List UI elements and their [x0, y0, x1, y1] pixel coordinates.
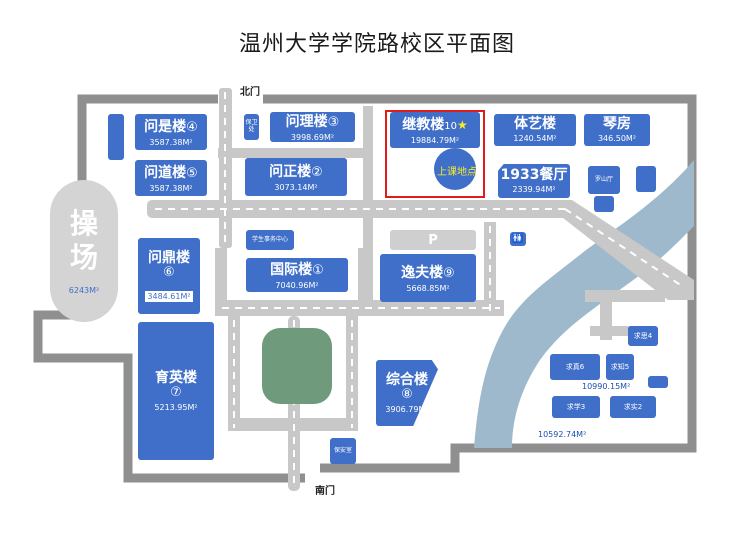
building-yuying-area: 5213.95M²	[154, 402, 198, 412]
building-wendao-name: 问道楼	[144, 164, 187, 181]
building-jijiao-area: 19884.79M²	[410, 135, 460, 145]
small-strip-building	[108, 114, 124, 160]
building-wenshi-num: ④	[186, 119, 198, 135]
building-qiuzhen-name: 求真6	[565, 362, 585, 371]
campus-wall-east	[263, 94, 697, 473]
building-guoji-num: ①	[312, 262, 324, 278]
building-yuying-name: 育英楼	[155, 369, 197, 386]
sports-field[interactable]: 操 场 6243M²	[50, 180, 118, 322]
building-xuesheng-name: 学生事务中心	[251, 235, 288, 243]
building-jijiao-num: 10	[444, 121, 457, 133]
qiu-lower-area: 10592.74M²	[538, 430, 587, 439]
building-luoshan[interactable]: 罗山厅	[588, 166, 620, 194]
building-wenli-name: 问理楼	[285, 113, 328, 130]
building-qiuxue[interactable]: 求学3	[552, 396, 600, 418]
building-canting-name: 1933餐厅	[500, 167, 568, 184]
building-yuying[interactable]: 育英楼 ⑦ 5213.95M²	[138, 322, 214, 460]
building-baowei[interactable]: 保卫处	[244, 114, 259, 140]
campus-wall	[33, 94, 305, 483]
roads	[147, 88, 694, 491]
sports-field-name-2: 场	[69, 240, 98, 274]
building-qiushi[interactable]: 求实2	[610, 396, 656, 418]
building-zonghe-name: 综合楼	[386, 371, 428, 388]
building-baoan-name: 保安室	[333, 446, 352, 454]
building-wending[interactable]: 问鼎楼 ⑥ 3484.61M²	[138, 238, 200, 314]
restroom-icon: 🚻	[510, 232, 526, 246]
map-title: 温州大学学院路校区平面图	[238, 32, 515, 57]
building-qinfang-area: 346.50M²	[597, 134, 637, 144]
parking-area[interactable]: P	[390, 230, 476, 250]
sports-field-area: 6243M²	[68, 286, 100, 296]
building-yuying-num: ⑦	[170, 384, 182, 400]
building-yifu-area: 5668.85M²	[406, 283, 450, 293]
building-wending-name: 问鼎楼	[148, 249, 190, 266]
building-wending-area: 3484.61M²	[145, 290, 193, 303]
building-wenshi-area: 3587.38M²	[149, 137, 193, 147]
building-luoshan-name: 罗山厅	[594, 175, 613, 183]
building-baoan[interactable]: 保安室	[330, 438, 356, 464]
building-wenshi-name: 问是楼	[144, 118, 187, 135]
building-qinfang-name: 琴房	[603, 116, 631, 133]
building-guoji-area: 7040.96M²	[275, 280, 319, 290]
building-qiusi[interactable]: 求思4	[628, 326, 658, 346]
small-block	[636, 166, 656, 192]
building-wendao-num: ⑤	[186, 165, 198, 181]
building-qiuzhi-name: 求知5	[610, 362, 630, 371]
star-icon: ★	[456, 118, 468, 133]
building-jijiao-name: 继教楼	[402, 117, 445, 134]
building-wenshi[interactable]: 问是楼④ 3587.38M²	[135, 114, 207, 150]
building-qinfang[interactable]: 琴房 346.50M²	[584, 114, 650, 146]
building-canting[interactable]: 1933餐厅 2339.94M²	[498, 164, 570, 198]
building-wenzheng-num: ②	[311, 164, 323, 180]
meeting-point-marker[interactable]	[434, 148, 476, 190]
building-guoji[interactable]: 国际楼① 7040.96M²	[246, 258, 348, 292]
small-annex	[594, 196, 614, 212]
sports-field-name-1: 操	[69, 206, 98, 240]
river	[474, 160, 694, 448]
building-guoji-name: 国际楼	[270, 261, 313, 278]
building-tiyi-area: 1240.54M²	[513, 134, 557, 144]
building-qiuzhi[interactable]: 求知5	[606, 354, 634, 380]
small-block-2	[648, 376, 668, 388]
building-yifu-name: 逸夫楼	[401, 264, 444, 281]
building-zonghe-num: ⑧	[401, 386, 413, 402]
building-wendao[interactable]: 问道楼⑤ 3587.38M²	[135, 160, 207, 196]
building-tiyi-name: 体艺楼	[514, 116, 556, 133]
building-tiyi[interactable]: 体艺楼 1240.54M²	[494, 114, 576, 146]
building-wending-num: ⑥	[163, 264, 175, 280]
building-wenzheng-area: 3073.14M²	[274, 182, 318, 192]
building-wenli-num: ③	[327, 114, 340, 130]
building-wendao-area: 3587.38M²	[149, 183, 193, 193]
south-gate-label: 南门	[315, 486, 335, 497]
building-zonghe-area: 3906.79M²	[385, 404, 429, 414]
grass-field	[262, 328, 332, 404]
building-wenli[interactable]: 问理楼③ 3998.69M²	[270, 112, 355, 142]
highlight-frame	[385, 110, 485, 198]
building-wenli-area: 3998.69M²	[290, 132, 335, 142]
building-jijiao[interactable]: 继教楼10★ 19884.79M²	[390, 112, 480, 148]
north-gate-label: 北门	[240, 87, 260, 98]
building-yifu[interactable]: 逸夫楼⑨ 5668.85M²	[380, 254, 476, 302]
building-qiuxue-name: 求学3	[566, 402, 586, 411]
building-wenzheng-name: 问正楼	[269, 163, 312, 180]
building-xuesheng[interactable]: 学生事务中心	[246, 230, 294, 250]
building-wenzheng[interactable]: 问正楼② 3073.14M²	[245, 158, 347, 196]
building-qiuzhen[interactable]: 求真6	[550, 354, 600, 380]
parking-label: P	[428, 232, 438, 248]
meeting-point-label: 上课地点	[437, 167, 477, 178]
qiu-upper-area: 10990.15M²	[582, 382, 631, 391]
building-qiusi-name: 求思4	[633, 331, 653, 340]
building-canting-area: 2339.94M²	[512, 185, 556, 195]
building-baowei-name: 保卫处	[245, 119, 258, 133]
building-yifu-num: ⑨	[443, 265, 455, 281]
building-qiushi-name: 求实2	[623, 402, 643, 411]
